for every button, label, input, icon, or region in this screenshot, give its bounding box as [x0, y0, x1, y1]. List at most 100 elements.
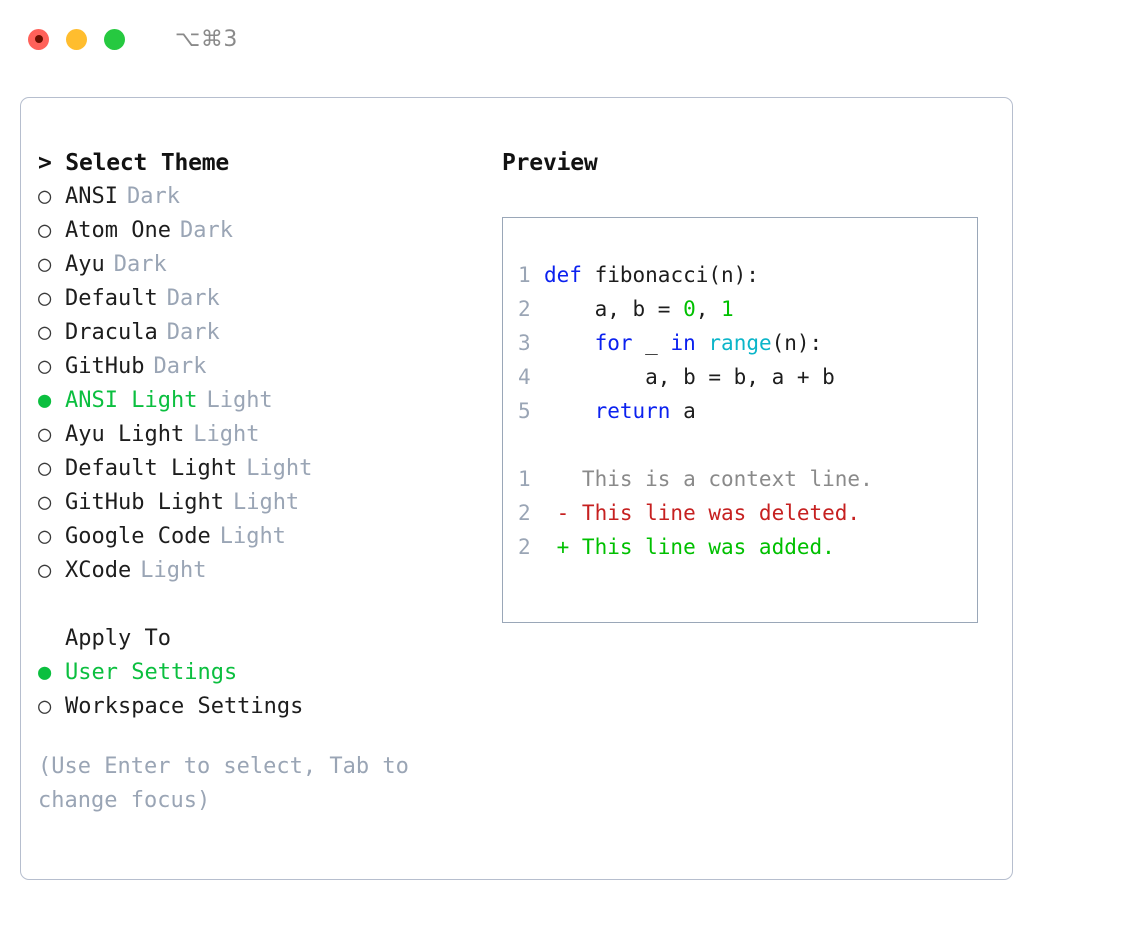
theme-option-variant-tag: Dark: [166, 286, 220, 311]
theme-option-variant-tag: Dark: [153, 354, 207, 379]
code-token: 1: [721, 297, 734, 321]
radio-unselected-icon[interactable]: ○: [38, 694, 52, 719]
theme-option-name: Atom One: [65, 218, 171, 243]
theme-option-variant-tag: Light: [193, 422, 260, 447]
theme-option-name: Dracula: [65, 320, 158, 345]
code-token: def: [544, 263, 582, 287]
radio-selected-icon[interactable]: ●: [38, 388, 52, 413]
select-theme-header: > Select Theme: [38, 150, 230, 176]
list-spacer: [38, 588, 478, 622]
theme-option-atom-one[interactable]: ○ Atom One Dark: [38, 214, 478, 248]
theme-option-github[interactable]: ○ GitHub Dark: [38, 350, 478, 384]
radio-unselected-icon[interactable]: ○: [38, 320, 52, 345]
theme-option-name: XCode: [65, 558, 132, 583]
radio-unselected-icon[interactable]: ○: [38, 252, 52, 277]
apply-to-list[interactable]: ● User Settings ○ Workspace Settings: [38, 656, 478, 724]
diff-line-number: 1: [518, 467, 531, 491]
theme-option-variant-tag: Light: [206, 388, 273, 413]
theme-option-name: Ayu: [65, 252, 105, 277]
theme-option-ansi[interactable]: ○ ANSI Dark: [38, 180, 478, 214]
theme-option-github-light[interactable]: ○ GitHub Light Light: [38, 486, 478, 520]
code-token: fibonacci(n):: [581, 263, 759, 287]
radio-unselected-icon[interactable]: ○: [38, 558, 52, 583]
diff-line-text: + This line was added.: [544, 535, 835, 559]
code-token: a: [670, 399, 696, 423]
diff-line-add: 2 + This line was added.: [518, 530, 977, 564]
theme-option-name: ANSI: [65, 184, 118, 209]
keyboard-hint-text: (Use Enter to select, Tab to change focu…: [38, 754, 409, 813]
maximize-window-icon[interactable]: [104, 28, 125, 50]
radio-selected-icon[interactable]: ●: [38, 660, 52, 685]
theme-option-name: GitHub: [65, 354, 145, 379]
code-diff-gap: [518, 428, 977, 462]
code-token: ,: [695, 297, 722, 321]
radio-unselected-icon[interactable]: ○: [38, 286, 52, 311]
code-token: _: [632, 331, 671, 355]
code-line: 4 a, b = b, a + b: [518, 360, 977, 394]
radio-unselected-icon[interactable]: ○: [38, 456, 52, 481]
code-token: [544, 399, 595, 423]
code-token: for: [594, 331, 633, 355]
keyboard-shortcut-label: ⌥⌘3: [175, 26, 238, 52]
apply-to-option-name: User Settings: [65, 660, 238, 685]
theme-option-ayu[interactable]: ○ Ayu Dark: [38, 248, 478, 282]
diff-line-number: 2: [518, 535, 531, 559]
preview-title: Preview: [502, 150, 598, 176]
theme-option-name: Google Code: [65, 524, 211, 549]
theme-option-ayu-light[interactable]: ○ Ayu Light Light: [38, 418, 478, 452]
code-line: 5 return a: [518, 394, 977, 428]
theme-option-variant-tag: Dark: [166, 320, 220, 345]
apply-to-option-user-settings[interactable]: ● User Settings: [38, 656, 478, 690]
radio-unselected-icon[interactable]: ○: [38, 184, 52, 209]
minimize-window-icon[interactable]: [66, 28, 87, 50]
radio-unselected-icon[interactable]: ○: [38, 524, 52, 549]
code-line-number: 3: [518, 331, 531, 355]
code-token: a, b =: [544, 297, 684, 321]
theme-option-xcode[interactable]: ○ XCode Light: [38, 554, 478, 588]
theme-option-variant-tag: Dark: [113, 252, 167, 277]
close-window-icon[interactable]: [28, 28, 49, 50]
theme-option-name: GitHub Light: [65, 490, 224, 515]
theme-option-google-code[interactable]: ○ Google Code Light: [38, 520, 478, 554]
diff-line-ctx: 1 This is a context line.: [518, 462, 977, 496]
title-bar: ⌥⌘3: [0, 0, 1140, 78]
theme-option-name: Default Light: [65, 456, 238, 481]
diff-sample: 1 This is a context line.2 - This line w…: [518, 462, 977, 564]
theme-option-ansi-light[interactable]: ● ANSI Light Light: [38, 384, 478, 418]
theme-option-dracula[interactable]: ○ Dracula Dark: [38, 316, 478, 350]
theme-option-variant-tag: Light: [140, 558, 207, 583]
apply-to-option-name: Workspace Settings: [65, 694, 304, 719]
code-line-number: 5: [518, 399, 531, 423]
code-token: in: [670, 331, 696, 355]
theme-option-variant-tag: Light: [246, 456, 313, 481]
apply-to-option-workspace-settings[interactable]: ○ Workspace Settings: [38, 690, 478, 724]
diff-line-number: 2: [518, 501, 531, 525]
radio-unselected-icon[interactable]: ○: [38, 354, 52, 379]
theme-option-default-light[interactable]: ○ Default Light Light: [38, 452, 478, 486]
radio-unselected-icon[interactable]: ○: [38, 422, 52, 447]
code-token: a, b = b, a + b: [544, 365, 835, 389]
radio-unselected-icon[interactable]: ○: [38, 218, 52, 243]
theme-option-variant-tag: Dark: [179, 218, 233, 243]
theme-option-variant-tag: Dark: [126, 184, 180, 209]
diff-line-text: This is a context line.: [544, 467, 873, 491]
theme-option-variant-tag: Light: [232, 490, 300, 515]
code-token: [544, 331, 595, 355]
theme-option-name: Ayu Light: [65, 422, 185, 447]
code-token: return: [594, 399, 671, 423]
radio-unselected-icon[interactable]: ○: [38, 490, 52, 515]
diff-line-del: 2 - This line was deleted.: [518, 496, 977, 530]
code-line-number: 4: [518, 365, 531, 389]
theme-option-variant-tag: Light: [219, 524, 286, 549]
traffic-light-group: [28, 28, 125, 50]
code-line-number: 2: [518, 297, 531, 321]
code-token: (n):: [771, 331, 823, 355]
theme-option-name: ANSI Light: [65, 388, 198, 413]
